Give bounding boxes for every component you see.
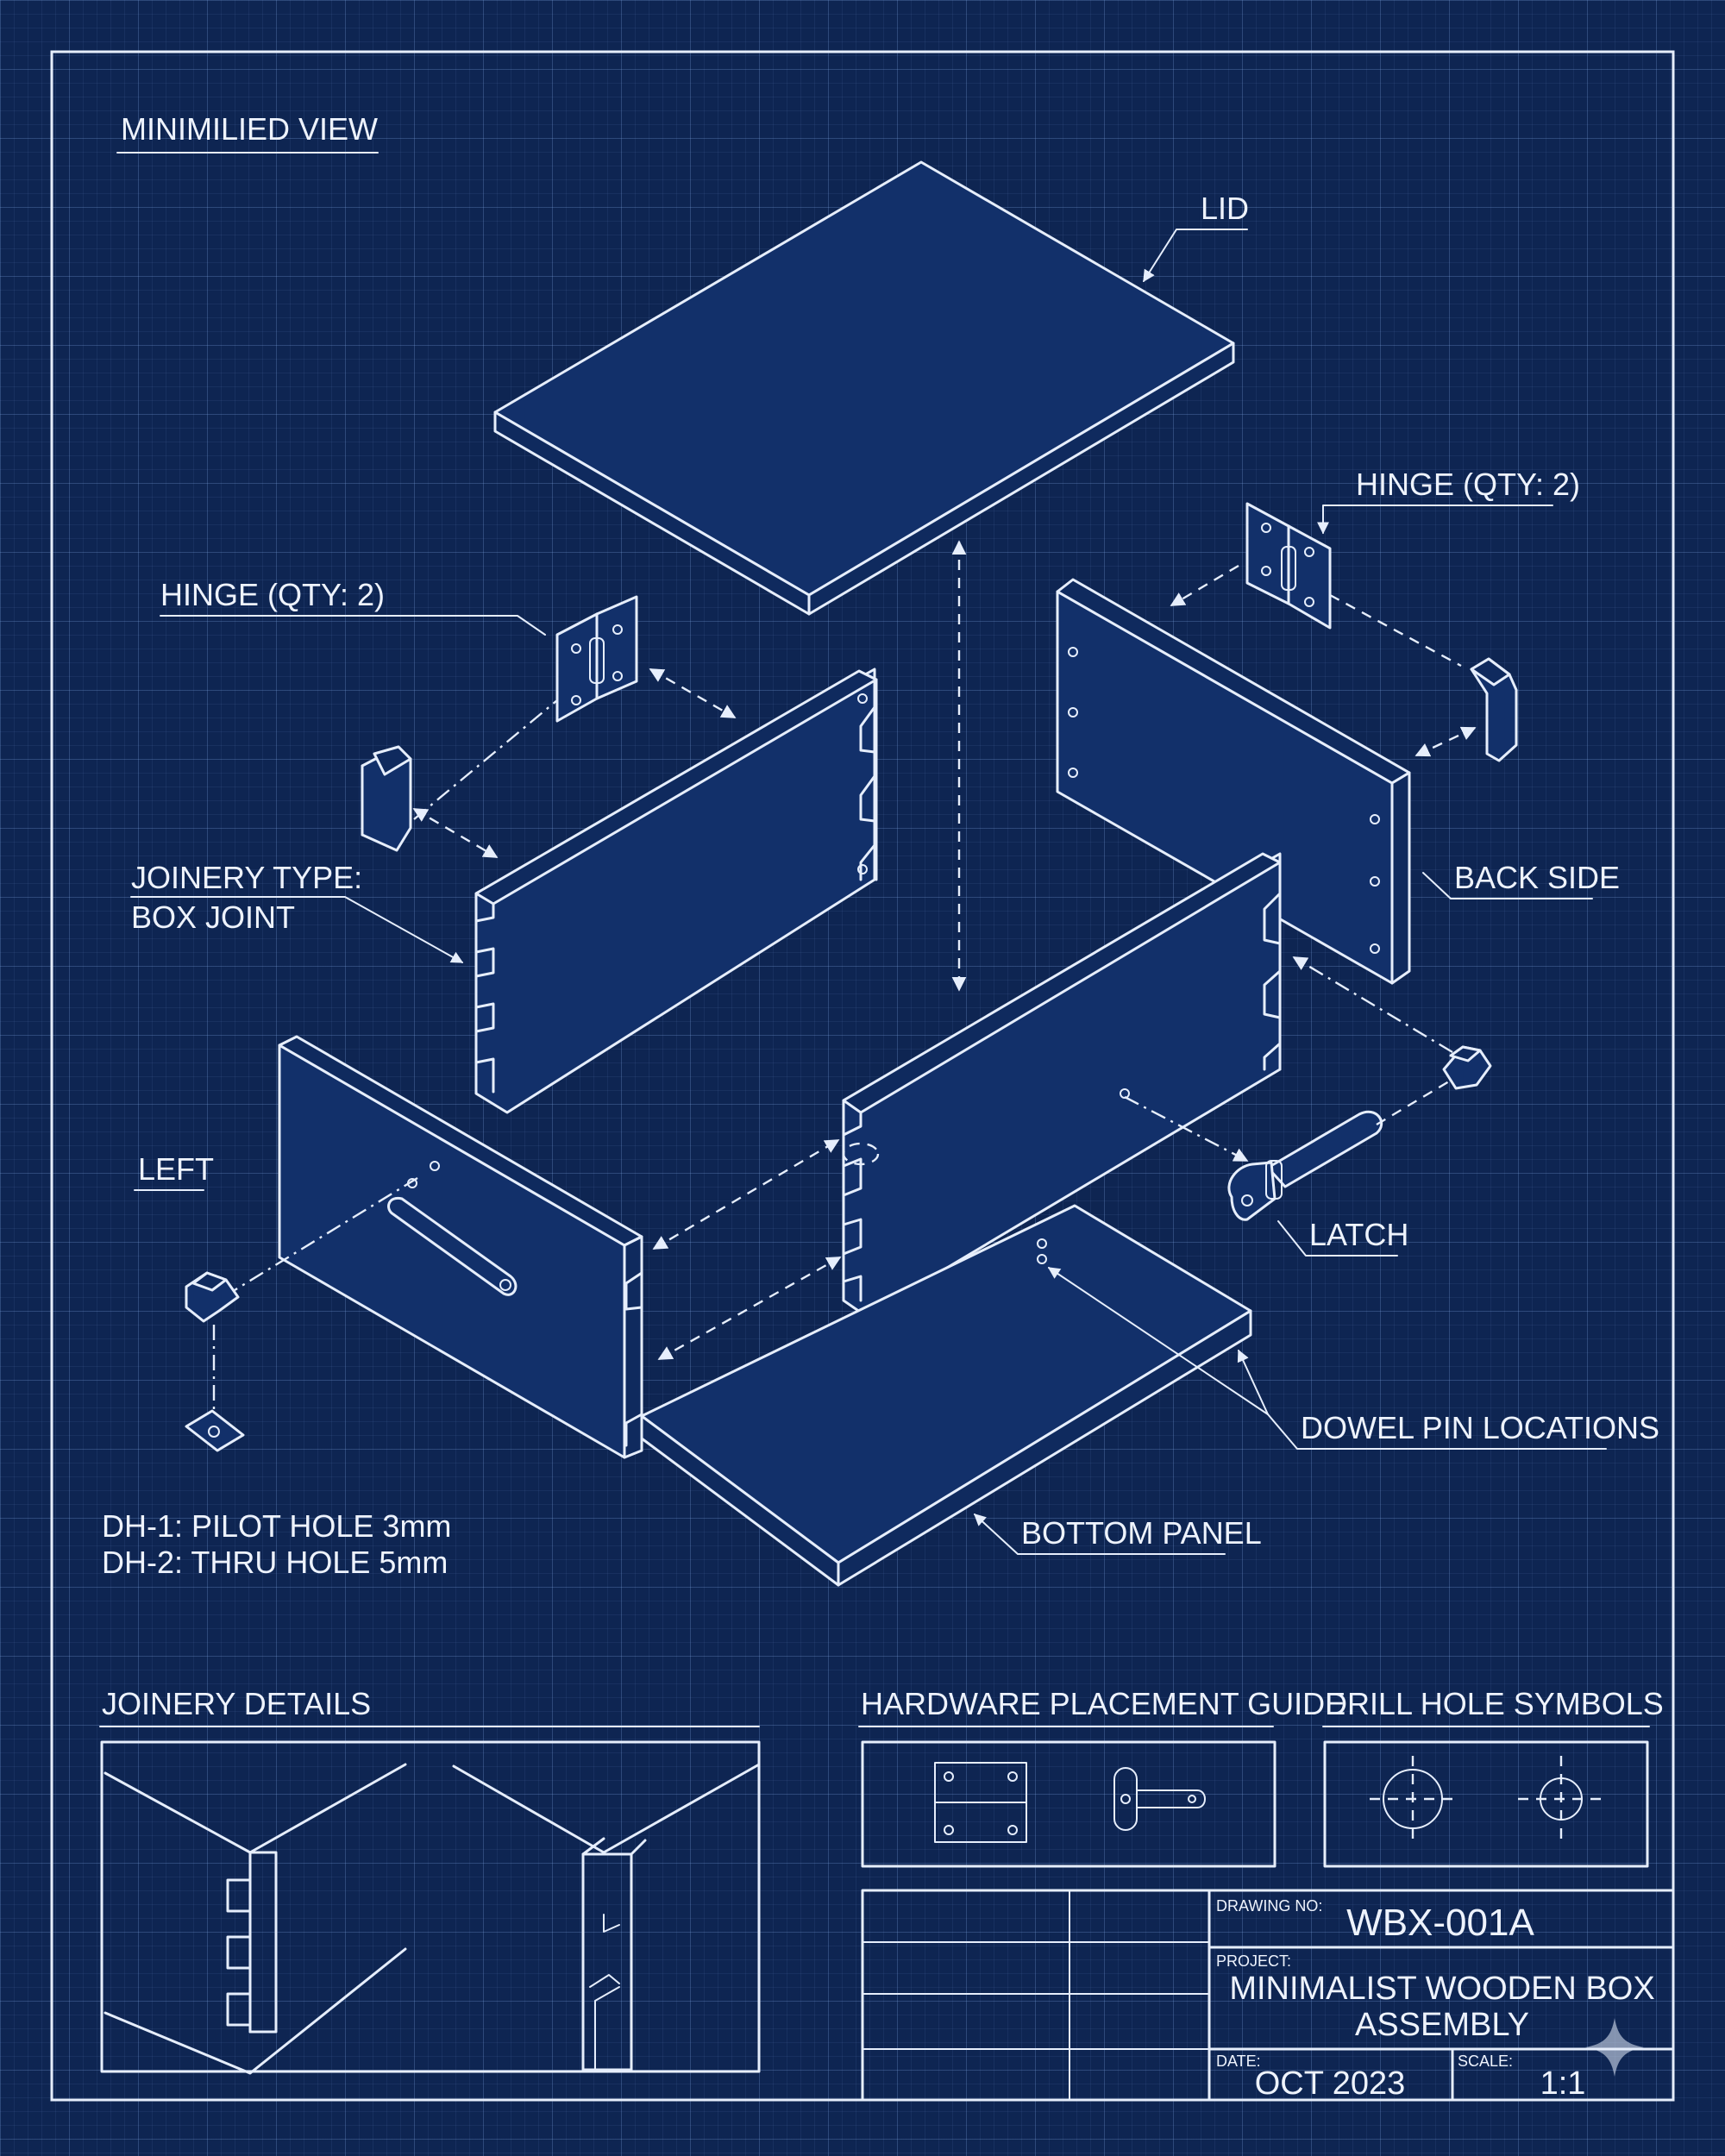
- hardware-guide-panel: HARDWARE PLACEMENT GUIDE: [858, 1686, 1346, 1868]
- hinge-right: [1245, 502, 1332, 630]
- hinge-left-label: HINGE (QTY: 2): [160, 577, 385, 612]
- latch-callout: LATCH: [1277, 1217, 1408, 1257]
- front-outer-panel: [842, 852, 1282, 1318]
- latch-leader: [1124, 1095, 1249, 1163]
- left-panel-leader: [234, 1176, 418, 1292]
- corner-bracket-far-left: [185, 1271, 240, 1323]
- joinery-details-panel: JOINERY DETAILS: [99, 1686, 761, 2075]
- bracket-right-arrow: [1414, 726, 1477, 757]
- bracket-left-arrow: [412, 807, 499, 859]
- joinery-label-line2: BOX JOINT: [131, 899, 295, 935]
- hinge-right-label: HINGE (QTY: 2): [1356, 467, 1580, 502]
- title-block: DRAWING NO: WBX-001A PROJECT: MINIMALIST…: [861, 1889, 1675, 2102]
- hinge-left-arrow: [649, 667, 737, 719]
- drill-symbols-panel: DRILL HOLE SYMBOLS: [1322, 1686, 1664, 1868]
- lid-part: [493, 160, 1235, 616]
- dowel-pins-callout: DOWEL PIN LOCATIONS: [1047, 1267, 1659, 1450]
- project-label: PROJECT:: [1216, 1952, 1291, 1970]
- sparkle-icon: [1585, 2018, 1644, 2077]
- note-dh2: DH-2: THRU HOLE 5mm: [102, 1545, 448, 1580]
- project-value-line1: MINIMALIST WOODEN BOX: [1229, 1971, 1654, 2007]
- hinge-right-callout: HINGE (QTY: 2): [1317, 467, 1580, 535]
- hardware-guide-title: HARDWARE PLACEMENT GUIDE: [861, 1686, 1346, 1721]
- drill-symbols-title: DRILL HOLE SYMBOLS: [1325, 1686, 1664, 1721]
- left-panel-arrow-top: [652, 1138, 840, 1250]
- latch-label: LATCH: [1309, 1217, 1408, 1252]
- left-label: LEFT: [138, 1151, 214, 1187]
- front-inner-panel: [474, 667, 878, 1114]
- project-value-line2: ASSEMBLY: [1355, 2007, 1529, 2043]
- corner-bracket-left: [361, 745, 412, 852]
- back-side-label: BACK SIDE: [1454, 860, 1620, 895]
- bottom-panel-label: BOTTOM PANEL: [1021, 1515, 1262, 1551]
- scale-value: 1:1: [1540, 2065, 1586, 2102]
- back-side-panel: [1056, 578, 1411, 985]
- drawing-no-value: WBX-001A: [1346, 1902, 1534, 1944]
- left-callout: LEFT: [134, 1151, 214, 1191]
- clip-plate: [185, 1409, 245, 1452]
- joinery-callout: JOINERY TYPE: BOX JOINT: [130, 860, 464, 963]
- joinery-label-line1: JOINERY TYPE:: [131, 860, 362, 895]
- dowel-pins-label: DOWEL PIN LOCATIONS: [1301, 1410, 1659, 1445]
- hardware-latch-symbol: [1113, 1767, 1206, 1831]
- drill-notes: DH-1: PILOT HOLE 3mm DH-2: THRU HOLE 5mm: [102, 1508, 451, 1580]
- drawing-no-label: DRAWING NO:: [1216, 1897, 1322, 1915]
- bottom-panel-part: [640, 1204, 1252, 1587]
- bracket-right-bottom-leader: [1292, 956, 1453, 1054]
- hinge-left-callout: HINGE (QTY: 2): [160, 577, 546, 636]
- latch-part: [1227, 1110, 1383, 1221]
- hinge-left: [555, 595, 638, 723]
- drill-symbol-dh1: [1370, 1756, 1456, 1842]
- hinge-right-arrow: [1170, 564, 1239, 607]
- left-panel-arrow-bottom: [657, 1256, 842, 1361]
- lid-label: LID: [1201, 191, 1249, 226]
- back-side-callout: BACK SIDE: [1422, 860, 1620, 899]
- hinge-right-leader: [1329, 593, 1462, 667]
- hinge-left-leader: [413, 699, 558, 820]
- scale-label: SCALE:: [1458, 2053, 1513, 2070]
- drill-symbol-dh2: [1518, 1756, 1604, 1842]
- view-title: MINIMILIED VIEW: [116, 111, 379, 154]
- hardware-hinge-symbol: [934, 1762, 1027, 1843]
- corner-bracket-right-bottom: [1442, 1045, 1492, 1090]
- latch-leader-right: [1376, 1080, 1450, 1126]
- joinery-details-title: JOINERY DETAILS: [102, 1686, 371, 1721]
- lid-callout: LID: [1143, 191, 1249, 283]
- bottom-panel-callout: BOTTOM PANEL: [973, 1514, 1262, 1555]
- note-dh1: DH-1: PILOT HOLE 3mm: [102, 1508, 451, 1544]
- view-title-text: MINIMILIED VIEW: [121, 111, 378, 147]
- date-value: OCT 2023: [1255, 2065, 1406, 2102]
- date-label: DATE:: [1216, 2053, 1261, 2070]
- left-side-panel: [278, 1035, 643, 1459]
- corner-bracket-right-top: [1470, 657, 1518, 762]
